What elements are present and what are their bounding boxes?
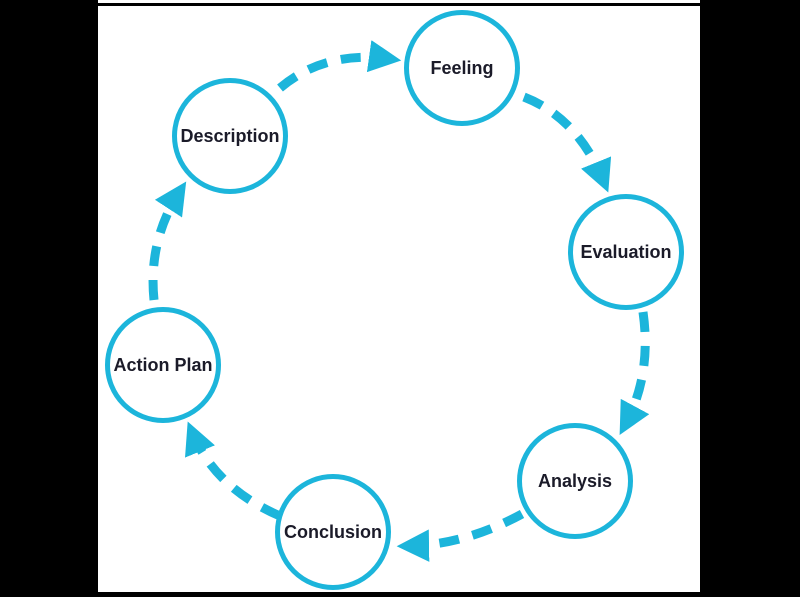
stage-circle-analysis: Analysis <box>517 423 633 539</box>
frame-top-rule <box>98 3 700 6</box>
stage-label-evaluation: Evaluation <box>580 241 672 262</box>
stage-label-action-plan: Action Plan <box>113 354 213 375</box>
stage-label-description: Description <box>180 125 280 146</box>
letterbox-right-bar <box>700 0 800 597</box>
stage-circle-description: Description <box>172 78 288 194</box>
arrow-feeling-to-evaluation <box>522 92 612 193</box>
stage-circle-action-plan: Action Plan <box>105 307 221 423</box>
stage-label-analysis: Analysis <box>537 470 613 491</box>
arrow-description-to-feeling <box>277 40 402 92</box>
arrow-conclusion-to-action-plan <box>185 421 282 521</box>
arrow-evaluation-to-analysis <box>619 311 650 435</box>
frame-bottom-rule <box>0 592 800 597</box>
stage-circle-evaluation: Evaluation <box>568 194 684 310</box>
stage-label-conclusion: Conclusion <box>284 521 382 542</box>
letterbox-left-bar <box>0 0 98 597</box>
stage-label-feeling: Feeling <box>430 57 494 78</box>
arrow-analysis-to-conclusion <box>396 510 525 562</box>
stage-circle-conclusion: Conclusion <box>275 474 391 590</box>
arrow-action-plan-to-description <box>148 181 187 301</box>
stage-circle-feeling: Feeling <box>404 10 520 126</box>
